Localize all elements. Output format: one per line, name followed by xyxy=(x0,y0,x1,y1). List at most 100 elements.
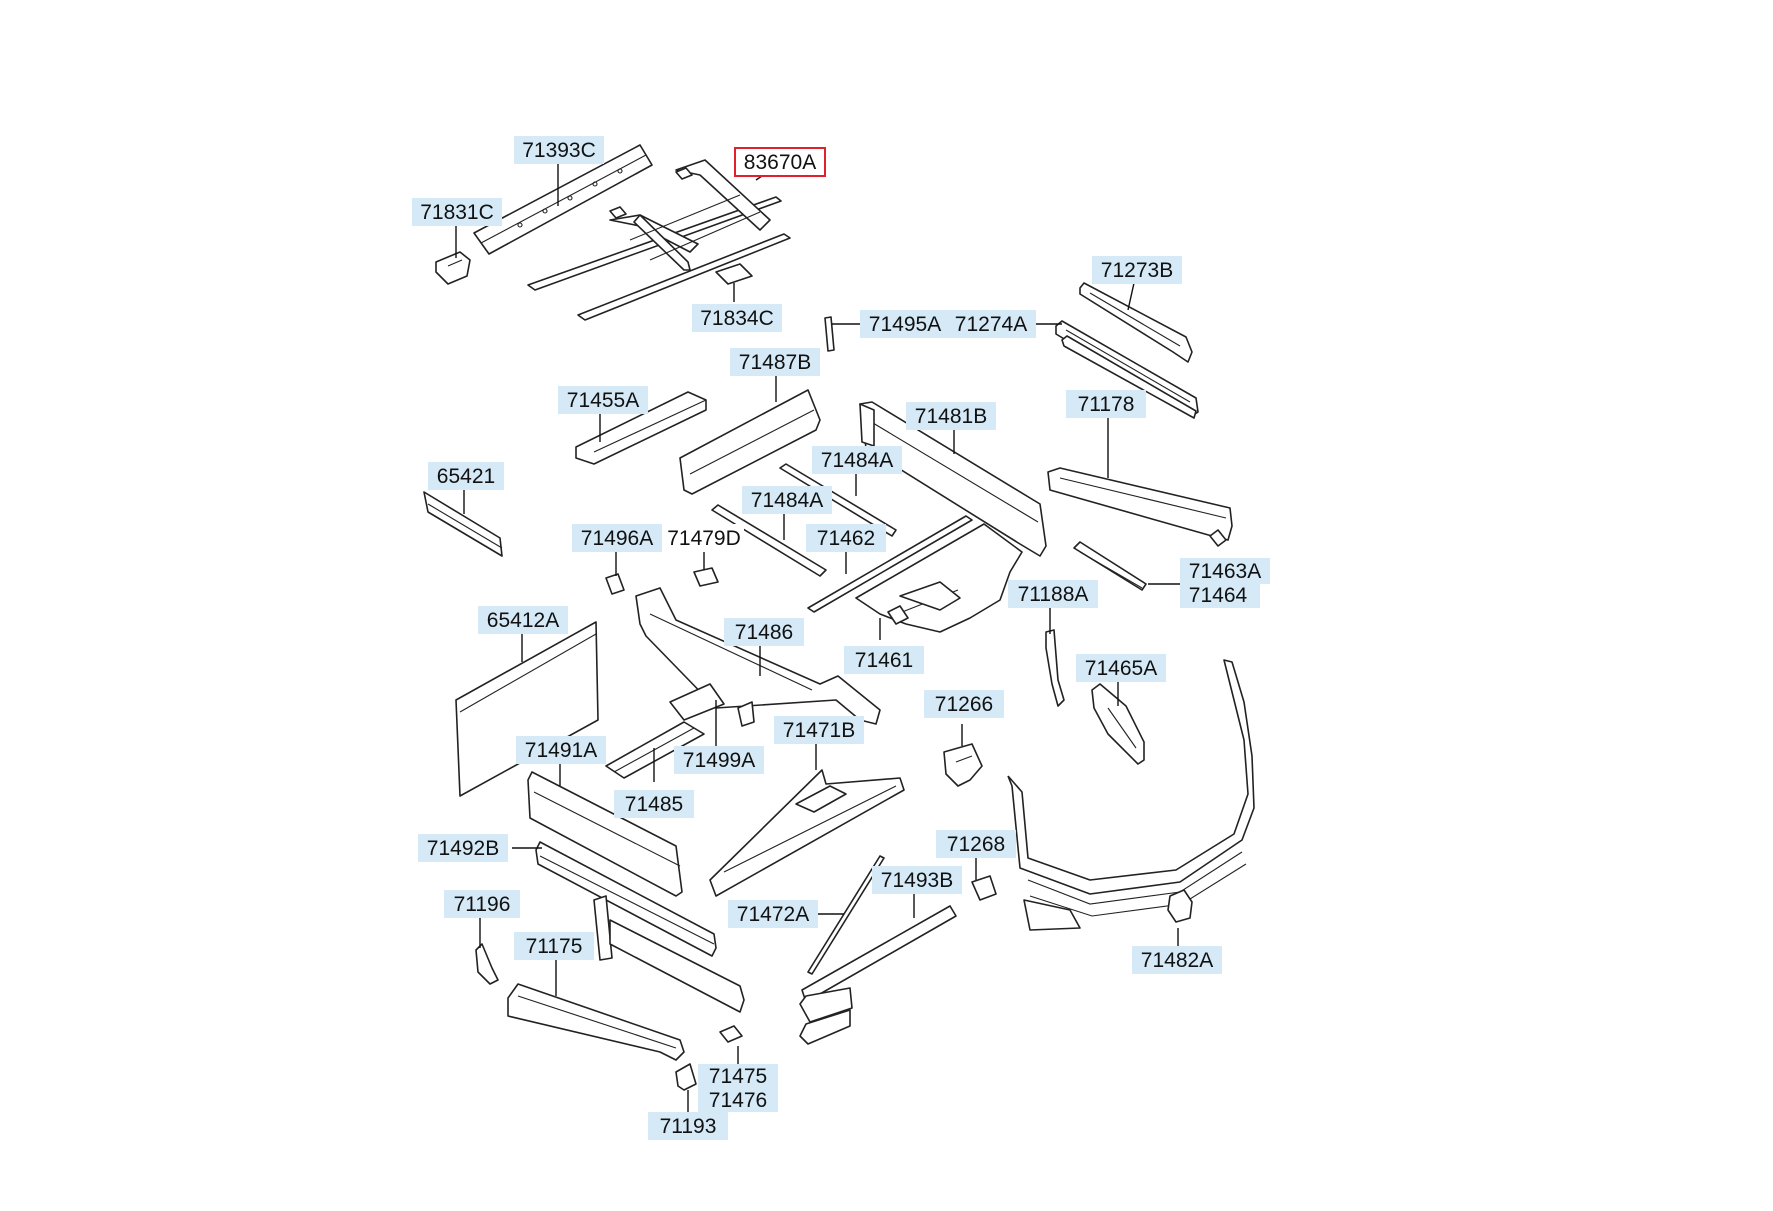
label-71486-text: 71486 xyxy=(735,621,793,644)
label-71273B[interactable]: 71273B xyxy=(1092,256,1182,284)
label-71472A-text: 71472A xyxy=(737,903,809,926)
label-71485[interactable]: 71485 xyxy=(614,790,694,818)
label-71175-text: 71175 xyxy=(526,935,583,958)
part-rear-skirt-drawing xyxy=(1007,659,1255,931)
label-71175[interactable]: 71175 xyxy=(514,932,594,960)
label-71481B[interactable]: 71481B xyxy=(906,402,996,430)
part-65412A-drawing xyxy=(455,621,599,797)
part-71482A-drawing xyxy=(1167,889,1193,923)
label-71486[interactable]: 71486 xyxy=(724,618,804,646)
label-71274A-text: 71274A xyxy=(955,313,1027,336)
part-71475-drawing xyxy=(719,1025,743,1043)
part-71472A-drawing xyxy=(807,855,885,975)
label-71484A-lower[interactable]: 71484A xyxy=(742,486,832,514)
part-83670A-drawing xyxy=(527,159,791,321)
label-71482A-text: 71482A xyxy=(1141,949,1213,972)
part-71266-drawing xyxy=(943,743,983,787)
part-71496A-drawing xyxy=(605,573,625,595)
part-71193-drawing xyxy=(675,1063,697,1091)
label-71484A-upper[interactable]: 71484A xyxy=(812,446,902,474)
part-71834C-drawing xyxy=(715,263,753,285)
part-labels: 71393C 83670A 71831C 71834C 71273B 71495… xyxy=(412,136,1270,1140)
label-71455A[interactable]: 71455A xyxy=(558,386,648,414)
part-71493B-drawing xyxy=(799,905,957,1045)
part-drawings xyxy=(423,144,1255,1091)
label-71196-text: 71196 xyxy=(454,893,511,916)
label-71487B[interactable]: 71487B xyxy=(730,348,820,376)
label-71492B-text: 71492B xyxy=(427,837,499,860)
part-71175-drawing xyxy=(507,983,685,1061)
label-71471B-text: 71471B xyxy=(783,719,855,742)
label-71475-text: 71475 xyxy=(709,1065,767,1088)
label-65412A-text: 65412A xyxy=(487,609,559,632)
label-71393C[interactable]: 71393C xyxy=(514,136,604,164)
label-83670A[interactable]: 83670A xyxy=(734,147,826,177)
part-71495A-drawing xyxy=(824,316,835,352)
label-71463A[interactable]: 71463A xyxy=(1180,558,1270,584)
label-71266[interactable]: 71266 xyxy=(924,690,1004,718)
part-71178-drawing xyxy=(1047,467,1233,547)
part-71273B-drawing xyxy=(1079,282,1193,363)
label-71196[interactable]: 71196 xyxy=(444,890,520,918)
label-71178[interactable]: 71178 xyxy=(1066,390,1146,418)
label-71499A[interactable]: 71499A xyxy=(674,746,764,774)
label-71831C[interactable]: 71831C xyxy=(412,198,502,226)
part-71455A-drawing xyxy=(575,391,707,465)
part-71462-drawing xyxy=(807,515,973,613)
label-71479D-text: 71479D xyxy=(667,527,741,550)
label-71495A[interactable]: 71495A xyxy=(860,310,950,338)
part-71465A-drawing xyxy=(1091,683,1145,765)
label-71465A[interactable]: 71465A xyxy=(1076,654,1166,682)
part-71484A-upper-drawing xyxy=(779,463,897,537)
label-71471B[interactable]: 71471B xyxy=(774,716,864,744)
label-71464[interactable]: 71464 xyxy=(1180,584,1260,608)
label-71472A[interactable]: 71472A xyxy=(728,900,818,928)
label-71496A[interactable]: 71496A xyxy=(572,524,662,552)
label-71491A-text: 71491A xyxy=(525,739,597,762)
label-71484A-lower-text: 71484A xyxy=(751,489,823,512)
label-71455A-text: 71455A xyxy=(567,389,639,412)
label-71491A[interactable]: 71491A xyxy=(516,736,606,764)
part-71499A-drawing xyxy=(669,683,725,721)
label-71188A-text: 71188A xyxy=(1018,583,1089,606)
label-71462[interactable]: 71462 xyxy=(806,524,886,552)
label-71496A-text: 71496A xyxy=(581,527,653,550)
label-71485-text: 71485 xyxy=(625,793,683,816)
part-71274A-drawing xyxy=(1055,320,1199,419)
label-83670A-text: 83670A xyxy=(744,151,816,174)
label-71476-text: 71476 xyxy=(709,1089,767,1112)
label-71268[interactable]: 71268 xyxy=(936,830,1016,858)
label-71266-text: 71266 xyxy=(935,693,993,716)
label-71462-text: 71462 xyxy=(817,527,875,550)
label-71487B-text: 71487B xyxy=(739,351,811,374)
leader-lines xyxy=(455,162,1182,1112)
label-71461[interactable]: 71461 xyxy=(844,646,924,674)
label-71273B-text: 71273B xyxy=(1101,259,1173,282)
label-65412A[interactable]: 65412A xyxy=(478,606,568,634)
label-71178-text: 71178 xyxy=(1078,393,1135,416)
label-71479D[interactable]: 71479D xyxy=(664,524,744,552)
label-65421-text: 65421 xyxy=(437,465,495,488)
label-71188A[interactable]: 71188A xyxy=(1008,580,1098,608)
label-71274A[interactable]: 71274A xyxy=(946,310,1036,338)
label-71834C[interactable]: 71834C xyxy=(692,304,782,332)
label-71475[interactable]: 71475 xyxy=(698,1064,778,1088)
part-71471B-drawing xyxy=(709,769,905,897)
part-71461-drawing xyxy=(855,523,1023,633)
label-71463A-text: 71463A xyxy=(1189,560,1261,583)
label-71464-text: 71464 xyxy=(1189,584,1248,607)
label-71476[interactable]: 71476 xyxy=(698,1088,778,1112)
label-71492B[interactable]: 71492B xyxy=(418,834,508,862)
part-71479D-drawing xyxy=(693,567,719,587)
label-71193[interactable]: 71193 xyxy=(648,1112,728,1140)
label-71493B[interactable]: 71493B xyxy=(872,866,962,894)
part-71196-drawing xyxy=(475,943,499,985)
part-65421-drawing xyxy=(423,491,503,557)
part-71484A-lower-drawing xyxy=(711,504,827,577)
part-71188A-drawing xyxy=(1045,629,1065,707)
label-71268-text: 71268 xyxy=(947,833,1005,856)
label-71482A[interactable]: 71482A xyxy=(1132,946,1222,974)
label-65421[interactable]: 65421 xyxy=(428,462,504,490)
part-71268-drawing xyxy=(971,875,997,901)
